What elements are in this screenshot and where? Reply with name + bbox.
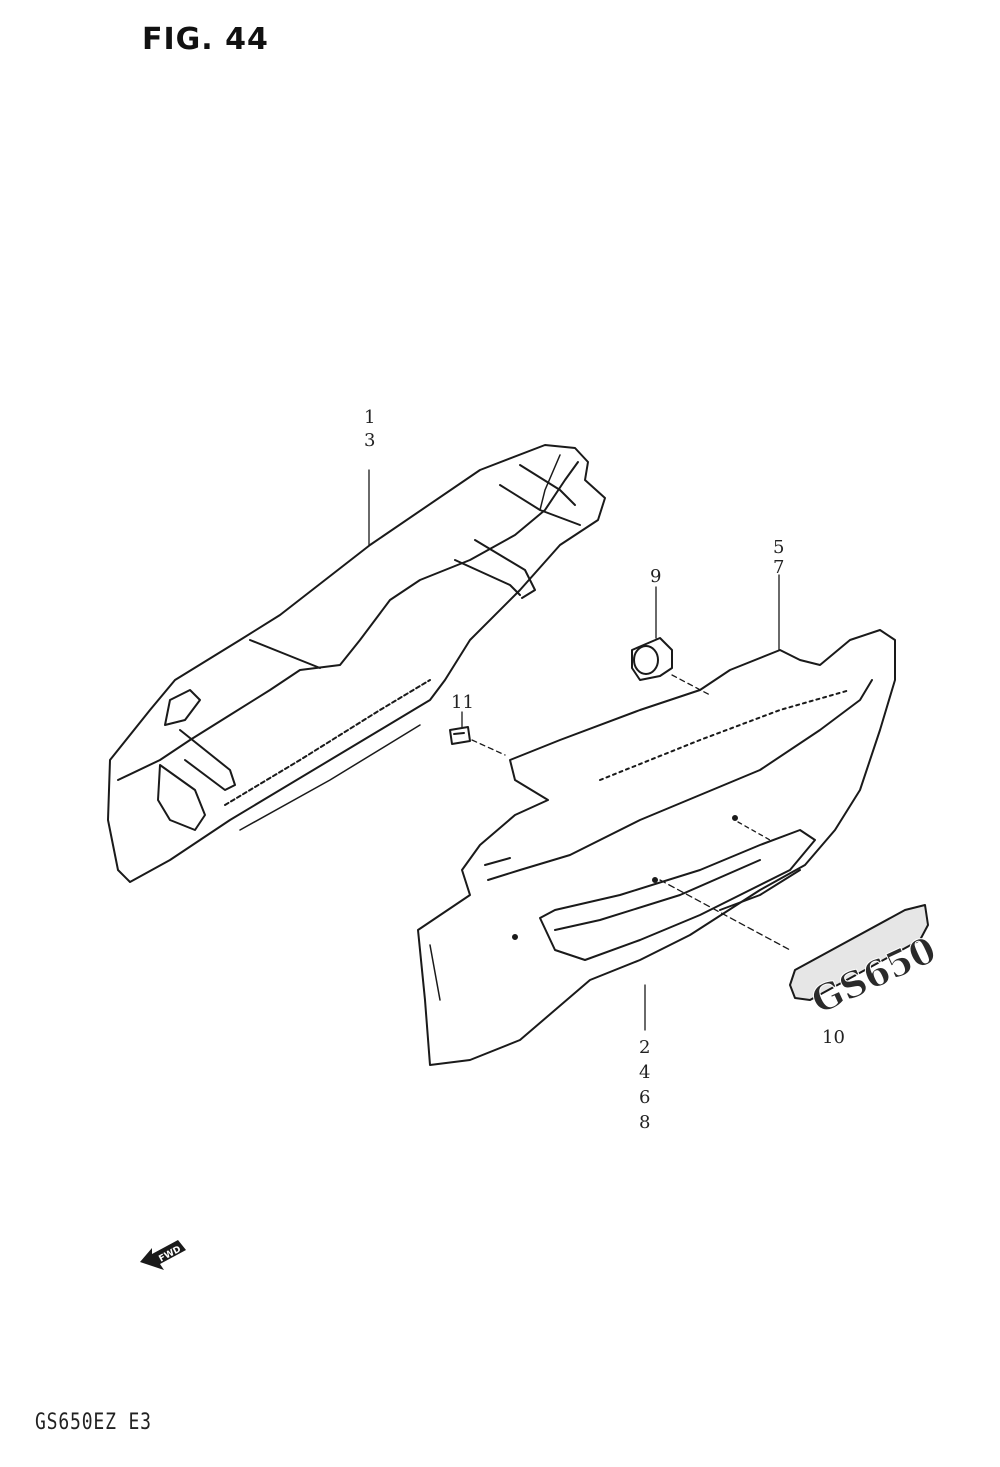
figure-title: FIG. 44 [142, 22, 269, 57]
callout-8: 8 [639, 1112, 650, 1133]
callout-3: 3 [364, 430, 375, 451]
clip-part [449, 726, 471, 745]
callout-6: 6 [639, 1087, 650, 1108]
grommet-part [631, 637, 673, 681]
callout-10: 10 [822, 1027, 845, 1048]
callout-9: 9 [650, 566, 661, 587]
forward-arrow-icon: FWD [140, 1240, 186, 1270]
callout-4: 4 [639, 1062, 650, 1083]
callout-7: 7 [773, 557, 784, 578]
callout-5: 5 [773, 537, 784, 558]
right-frame-cover [417, 629, 896, 1066]
emblem-part [789, 904, 929, 1001]
leader-lines [368, 469, 791, 1031]
callout-11: 11 [451, 692, 474, 713]
left-frame-cover [107, 444, 606, 883]
callout-1: 1 [364, 407, 375, 428]
callout-2: 2 [639, 1037, 650, 1058]
model-code: GS650EZ E3 [35, 1410, 152, 1435]
